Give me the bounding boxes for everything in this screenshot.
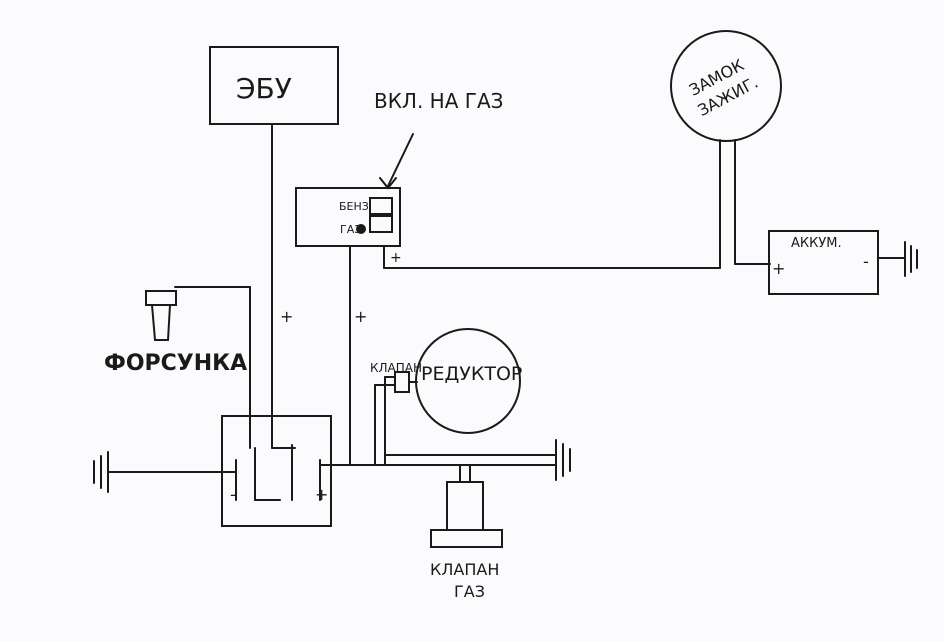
gas-valve-base: [430, 529, 503, 548]
switch-indicator: [356, 224, 366, 234]
injector-label: ФОРСУНКА: [104, 351, 247, 376]
relay-box: [221, 415, 332, 527]
ecu-box: [209, 46, 339, 125]
switch-gas-label: ГАЗ: [340, 223, 361, 236]
switch-key-benz: [369, 197, 393, 215]
reducer-valve: [394, 371, 410, 393]
gas-valve-label-1: КЛАПАН: [430, 560, 499, 579]
injector-body: [145, 290, 177, 306]
relay-minus: -: [230, 485, 236, 504]
switch-title: ВКЛ. НА ГАЗ: [374, 89, 503, 113]
battery-plus: +: [772, 259, 785, 278]
relay-plus: +: [315, 485, 328, 504]
arrow-shaft: [387, 133, 414, 187]
battery-label: АККУМ.: [791, 236, 842, 251]
ecu-label: ЭБУ: [236, 72, 292, 105]
reducer-label: РЕДУКТОР: [421, 363, 522, 385]
injector-nozzle: [150, 304, 172, 341]
reducer-circle: [415, 328, 521, 434]
switch-plus: +: [390, 250, 402, 266]
battery-box: [768, 230, 879, 295]
wire-switch-plus: +: [354, 307, 367, 326]
switch-box: [295, 187, 401, 247]
switch-key-gas: [369, 215, 393, 233]
gas-valve-body: [446, 481, 484, 531]
battery-minus: -: [863, 252, 869, 271]
ignition-lock-circle: [670, 30, 782, 142]
gas-valve-label-2: ГАЗ: [454, 582, 485, 601]
arrow-head: [379, 177, 397, 190]
valve-small-label: КЛАПАН: [370, 361, 422, 375]
switch-benz-label: БЕНЗ: [339, 200, 369, 213]
wire-ecu-plus: +: [280, 307, 293, 326]
